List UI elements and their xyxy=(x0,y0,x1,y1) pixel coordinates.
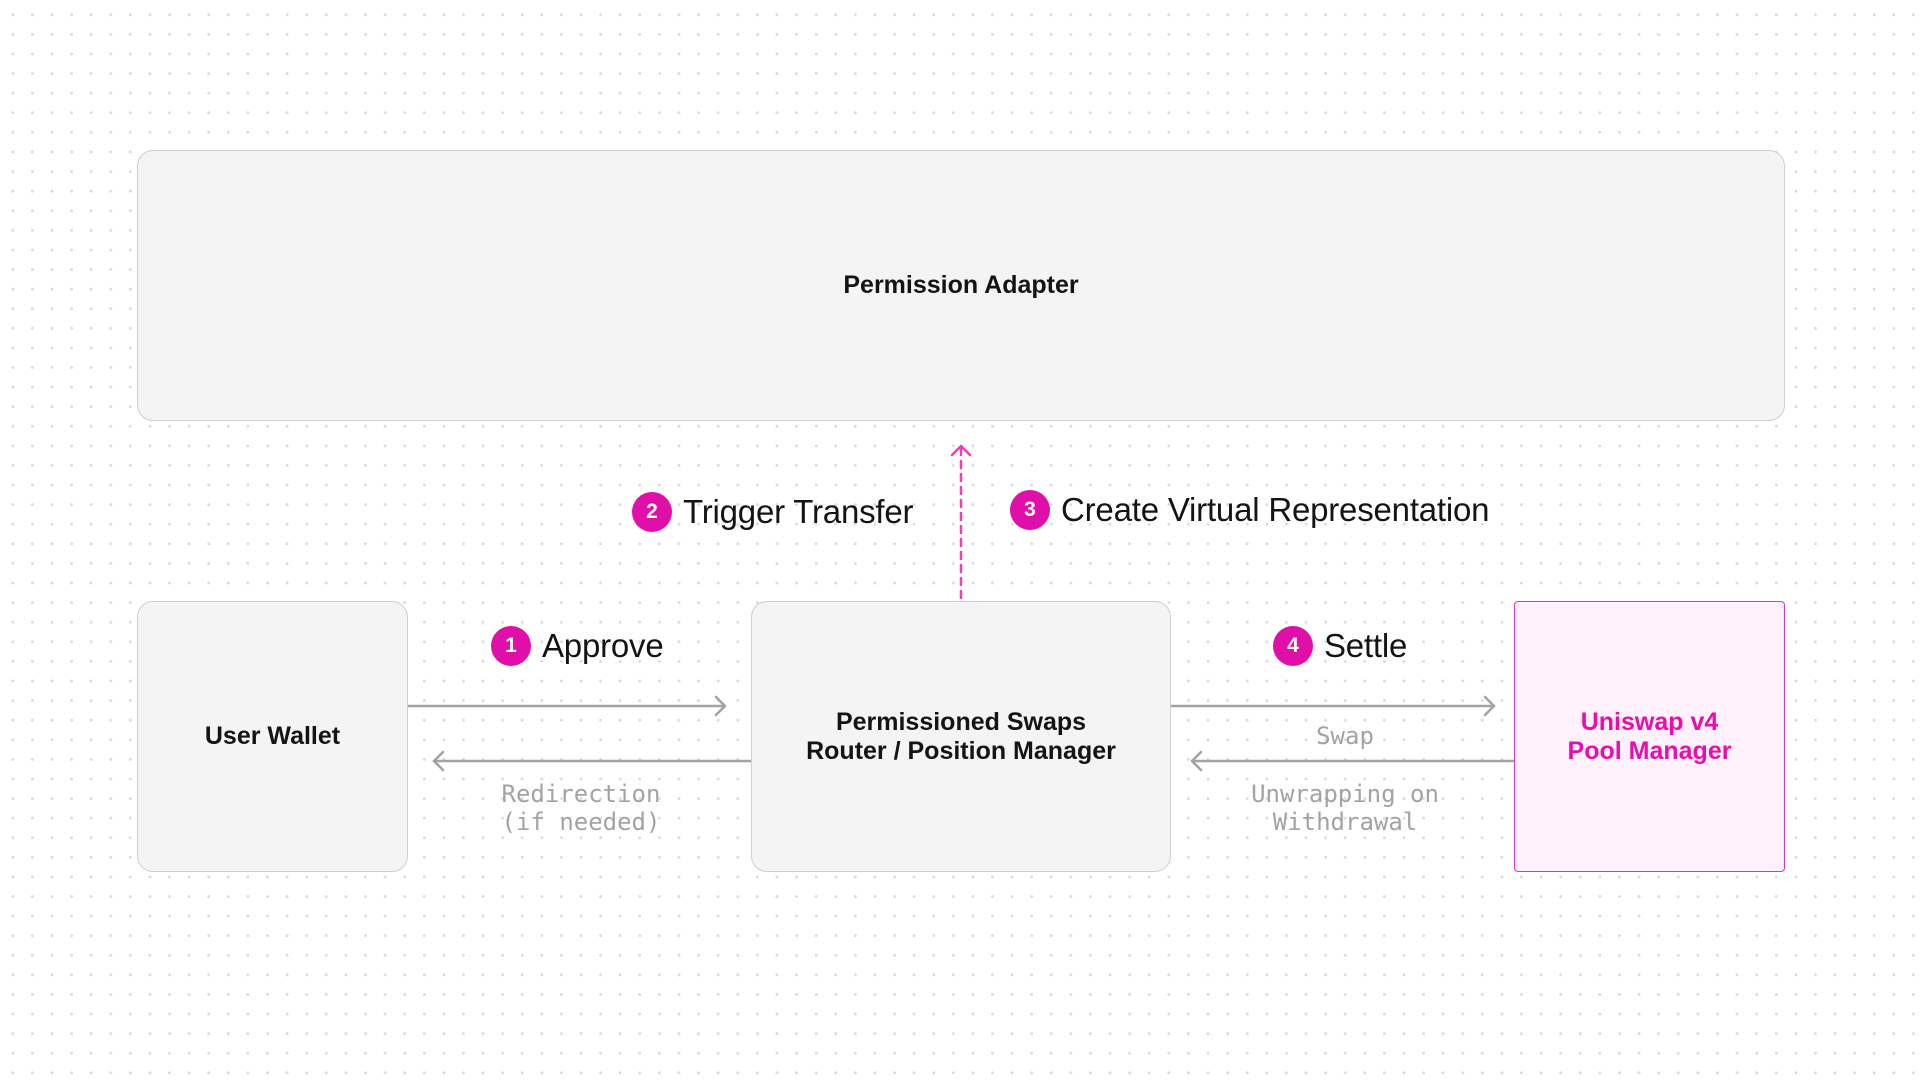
step-label: Approve xyxy=(542,627,664,664)
step-badge: 2 xyxy=(632,492,672,532)
step-label: Trigger Transfer xyxy=(683,493,914,530)
swaps-router-box: Permissioned Swaps Router / Position Man… xyxy=(751,601,1171,872)
user-wallet-box: User Wallet xyxy=(137,601,408,872)
arrowhead-pool-to-router xyxy=(1190,750,1203,772)
step-trigger-transfer: 2 Trigger Transfer xyxy=(632,492,914,532)
step-badge: 4 xyxy=(1273,626,1313,666)
step-label: Settle xyxy=(1324,627,1408,664)
step-create-virtual-representation: 3 Create Virtual Representation xyxy=(1010,490,1490,530)
swaps-router-label: Permissioned Swaps Router / Position Man… xyxy=(806,708,1116,765)
arrowhead-router-to-adapter xyxy=(950,444,972,457)
step-badge: 1 xyxy=(491,626,531,666)
permission-adapter-label: Permission Adapter xyxy=(843,271,1079,300)
step-badge: 3 xyxy=(1010,490,1050,530)
permission-adapter-box: Permission Adapter xyxy=(137,150,1785,421)
step-label: Create Virtual Representation xyxy=(1061,491,1490,528)
redirection-label: Redirection (if needed) xyxy=(501,780,661,837)
arrowhead-router-to-pool xyxy=(1483,695,1496,717)
swap-label: Swap xyxy=(1316,722,1374,750)
pool-manager-box: Uniswap v4 Pool Manager xyxy=(1514,601,1785,872)
step-approve: 1 Approve xyxy=(491,626,664,666)
unwrapping-label: Unwrapping on Withdrawal xyxy=(1251,780,1439,837)
user-wallet-label: User Wallet xyxy=(204,722,341,751)
step-settle: 4 Settle xyxy=(1273,626,1407,666)
arrowhead-router-to-wallet xyxy=(432,750,445,772)
arrowhead-wallet-to-router xyxy=(714,695,727,717)
pool-manager-label: Uniswap v4 Pool Manager xyxy=(1567,708,1732,765)
